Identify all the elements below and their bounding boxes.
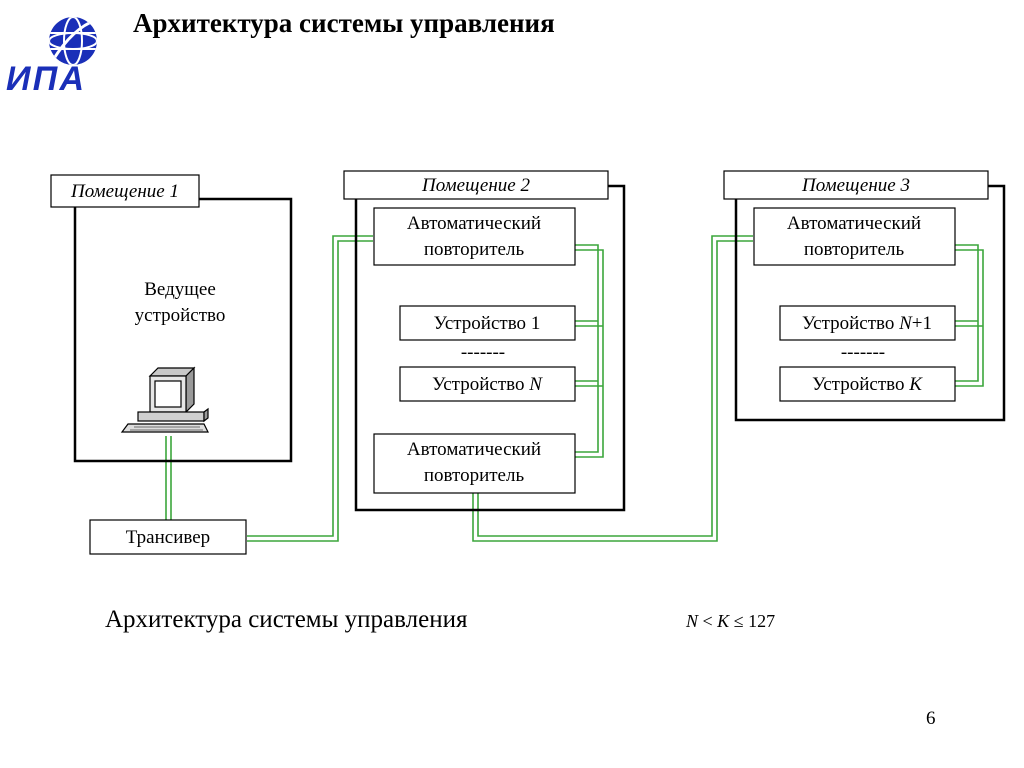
repeater-room2-top-line1: Автоматический — [407, 213, 541, 234]
room-3: Помещение 3 Автоматический повторитель У… — [723, 170, 1006, 422]
cable-room2-room3 — [472, 235, 753, 542]
room-2: Помещение 2 Автоматический повторитель У… — [343, 170, 626, 512]
device-1 — [399, 305, 576, 341]
formula-n: N — [686, 611, 699, 631]
device-N1-prefix: Устройство — [802, 313, 899, 334]
device-N — [399, 366, 576, 402]
cable-network — [165, 235, 984, 542]
page-title: Архитектура системы управления — [133, 8, 555, 38]
master-device-line1: Ведущее — [144, 279, 216, 300]
cable-bus-room3 — [955, 244, 984, 387]
device-K — [779, 366, 956, 402]
repeater-room2-top-line2: повторитель — [424, 239, 525, 260]
transceiver-label: Трансивер — [126, 527, 210, 548]
svg-text:Устройство N+1: Устройство N+1 — [802, 313, 932, 334]
logo-text: ИПА — [6, 60, 84, 94]
room-3-label: Помещение 3 — [801, 175, 910, 196]
formula-op1: < — [698, 611, 718, 631]
repeater-room3-line1: Автоматический — [787, 213, 921, 234]
repeater-room3-line2: повторитель — [804, 239, 905, 260]
device-K-var: K — [908, 374, 923, 395]
svg-text:Устройство 1: Устройство 1 — [434, 313, 541, 334]
formula-limit: 127 — [748, 611, 776, 631]
transceiver: Трансивер — [89, 519, 247, 555]
devices-ellipsis-room2: ------- — [461, 342, 505, 363]
svg-text:Устройство N: Устройство N — [432, 374, 543, 395]
master-device-line2: устройство — [135, 305, 226, 326]
repeater-room3 — [753, 207, 956, 266]
page-number: 6 — [926, 708, 936, 729]
logo: ИПА — [6, 17, 97, 94]
room-2-label: Помещение 2 — [421, 175, 530, 196]
device-N1-suffix: +1 — [912, 313, 932, 334]
device-N-prefix: Устройство — [432, 374, 529, 395]
cable-bus-room2 — [575, 244, 604, 458]
formula-k: K — [717, 611, 730, 631]
globe-icon — [49, 17, 97, 65]
svg-text:Устройство K: Устройство K — [812, 374, 923, 395]
repeater-room2-bottom-line1: Автоматический — [407, 439, 541, 460]
cable-device1-room2 — [575, 320, 603, 327]
device-N-var: N — [528, 374, 543, 395]
device-K-prefix: Устройство — [812, 374, 909, 395]
repeater-room2-top — [373, 207, 576, 266]
cable-deviceN-room2 — [575, 380, 603, 387]
device-N-plus-1 — [779, 305, 956, 341]
repeater-room2-bottom-line2: повторитель — [424, 465, 525, 486]
formula-op2: ≤ — [729, 611, 749, 631]
device-1-suffix: 1 — [531, 313, 541, 334]
device-N1-var: N — [898, 313, 913, 334]
cable-transceiver-repeater — [247, 235, 373, 542]
cable-deviceN1-room3 — [955, 320, 983, 327]
device-1-prefix: Устройство — [434, 313, 531, 334]
repeater-room2-bottom — [373, 433, 576, 494]
diagram-caption: Архитектура системы управления — [105, 606, 468, 633]
computer-icon — [120, 366, 209, 433]
formula: N < K ≤ 127 — [686, 611, 775, 632]
devices-ellipsis-room3: ------- — [841, 342, 885, 363]
room-1-label: Помещение 1 — [70, 181, 179, 202]
room-1: Помещение 1 Ведущее устройство — [50, 174, 293, 463]
cable-master-transceiver — [165, 436, 172, 520]
